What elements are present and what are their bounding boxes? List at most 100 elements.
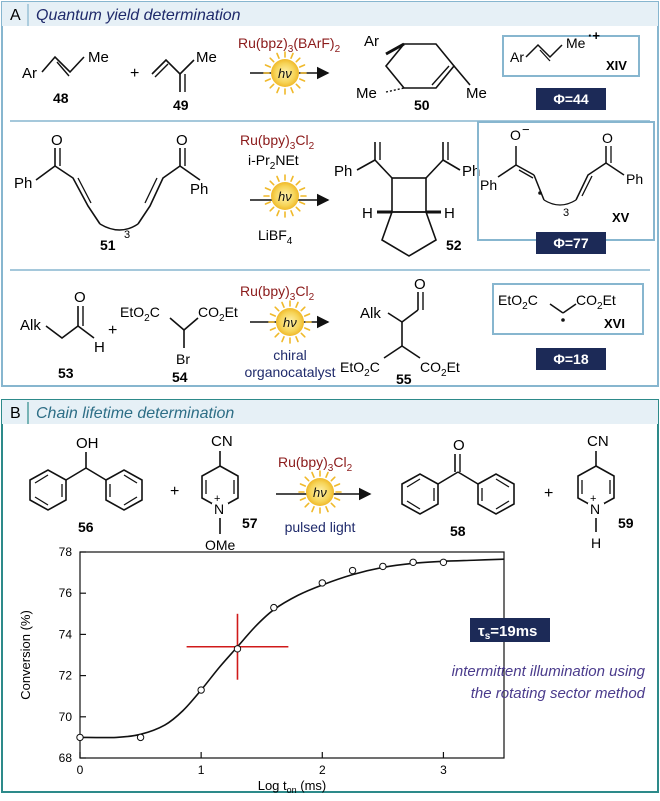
method-note-line-2: the rotating sector method <box>471 685 646 702</box>
phi-value-3: Φ=18 <box>553 351 588 367</box>
data-point <box>270 603 278 612</box>
y-axis-label: Conversion (%) <box>18 610 33 700</box>
hydrogen-label: H <box>444 205 455 222</box>
method-note-line-1: intermittent illumination using <box>452 663 646 680</box>
compound-50-ring <box>384 43 456 89</box>
alkyl-label: Alk <box>360 305 381 322</box>
oxygen-label: O <box>51 132 63 149</box>
compound-52-label: 52 <box>446 237 462 253</box>
catalyst-label-2: Ru(bpy)3Cl2 <box>240 132 315 152</box>
y-tick-label: 74 <box>59 627 73 641</box>
compound-52-cyclopentane <box>381 211 437 257</box>
methyl-label: Me <box>466 85 487 102</box>
x-tick-label: 2 <box>319 763 326 777</box>
positive-charge: + <box>590 493 596 505</box>
compound-56-label: 56 <box>78 519 94 535</box>
y-tick-label: 78 <box>59 545 73 559</box>
svg-text:hν: hν <box>313 485 327 500</box>
ester-label: CO2Et <box>576 292 616 312</box>
benzene-ring <box>477 473 515 515</box>
panel-b-title: Chain lifetime determination <box>36 405 234 422</box>
intermediate-xiv-box <box>502 35 640 77</box>
panel-b-letter: B <box>10 405 21 422</box>
svg-text:hν: hν <box>283 315 297 330</box>
hydrogen-label: H <box>94 339 105 356</box>
panel-a-letter: A <box>10 7 21 24</box>
bromine-label: Br <box>176 351 190 367</box>
methyl-label: Me <box>196 49 217 66</box>
data-point <box>197 686 205 694</box>
data-point <box>136 733 145 742</box>
tau-value: τs=19ms <box>478 623 537 642</box>
methoxy-label: OMe <box>205 537 236 553</box>
compound-48-skeleton <box>41 55 85 74</box>
oxygen-label: O <box>176 132 188 149</box>
phenyl-label: Ph <box>626 171 643 187</box>
y-tick-label: 70 <box>59 710 73 724</box>
compound-49-skeleton <box>151 58 195 76</box>
ester-label: EtO2C <box>120 304 160 324</box>
catalyst-label-b: Ru(bpy)3Cl2 <box>278 454 353 474</box>
nitrile-label: CN <box>587 433 609 450</box>
panel-b-header <box>2 400 658 424</box>
compound-53-label: 53 <box>58 365 74 381</box>
y-tick-label: 72 <box>59 669 73 683</box>
compound-57-label: 57 <box>242 515 258 531</box>
light-sun-icon: hν <box>268 300 312 344</box>
aryl-label: Ar <box>510 49 524 65</box>
oxygen-label: O <box>414 276 426 293</box>
x-axis-label: Log ton (ms) <box>258 778 327 795</box>
reaction-row-b: OH 56 + CN N + OMe 57 Ru(bpy)3Cl2 hν pul… <box>29 433 634 553</box>
phi-value-2: Φ=77 <box>553 235 588 251</box>
plus-sign: + <box>544 485 553 502</box>
radical-cation-charge: ·+ <box>588 28 600 43</box>
oxygen-label: O <box>453 437 465 454</box>
svg-text:hν: hν <box>278 189 292 204</box>
phi-value-1: Φ=44 <box>553 91 588 107</box>
intermediate-xvi-box <box>492 283 644 335</box>
oxygen-label: O <box>602 130 613 146</box>
nitrile-label: CN <box>211 433 233 450</box>
catalyst-label-3: Ru(bpy)3Cl2 <box>240 283 315 303</box>
y-tick-label: 76 <box>59 586 73 600</box>
phi-badge-2 <box>536 232 606 254</box>
compound-49-label: 49 <box>173 97 189 113</box>
plus-sign: + <box>170 483 179 500</box>
nitrogen-label: N <box>590 501 600 517</box>
benzene-ring <box>105 469 143 511</box>
x-tick-label: 1 <box>198 763 205 777</box>
amine-label: i-Pr2NEt <box>248 152 299 172</box>
organocatalyst-label: chiral <box>273 347 306 363</box>
subscript-label: 3 <box>563 207 569 219</box>
oxygen-label: O <box>74 289 86 306</box>
ester-label: EtO2C <box>340 359 380 379</box>
data-point <box>439 558 448 566</box>
hydrogen-label: H <box>362 205 373 222</box>
positive-charge: + <box>214 493 220 505</box>
phi-badge-1 <box>536 88 606 110</box>
data-point <box>76 733 84 742</box>
intermediate-xvi-label: XVI <box>604 316 625 331</box>
hydroxyl-label: OH <box>76 435 99 452</box>
data-point <box>233 645 242 653</box>
reaction-row-2: Ph O 3 O Ph 51 Ru(bpy)3Cl2 i-Pr2NEt hν L… <box>14 121 655 257</box>
phenyl-label: Ph <box>334 163 352 180</box>
radical-dot <box>561 318 565 322</box>
ester-label: EtO2C <box>498 292 538 312</box>
alkyl-label: Alk <box>20 317 41 334</box>
aryl-label: Ar <box>22 65 37 82</box>
plus-sign: + <box>108 322 117 339</box>
light-sun-icon: hν <box>298 470 342 514</box>
chart-plot-frame <box>79 551 505 759</box>
pulsed-light-label: pulsed light <box>285 519 356 535</box>
methyl-label: Me <box>356 85 377 102</box>
methyl-label: Me <box>566 35 586 51</box>
compound-54-label: 54 <box>172 369 188 385</box>
panel-b-frame <box>1 399 659 793</box>
svg-text:hν: hν <box>278 66 292 81</box>
intermediate-xv-label: XV <box>612 210 630 225</box>
compound-59-label: 59 <box>618 515 634 531</box>
phi-badge-3 <box>536 348 606 370</box>
